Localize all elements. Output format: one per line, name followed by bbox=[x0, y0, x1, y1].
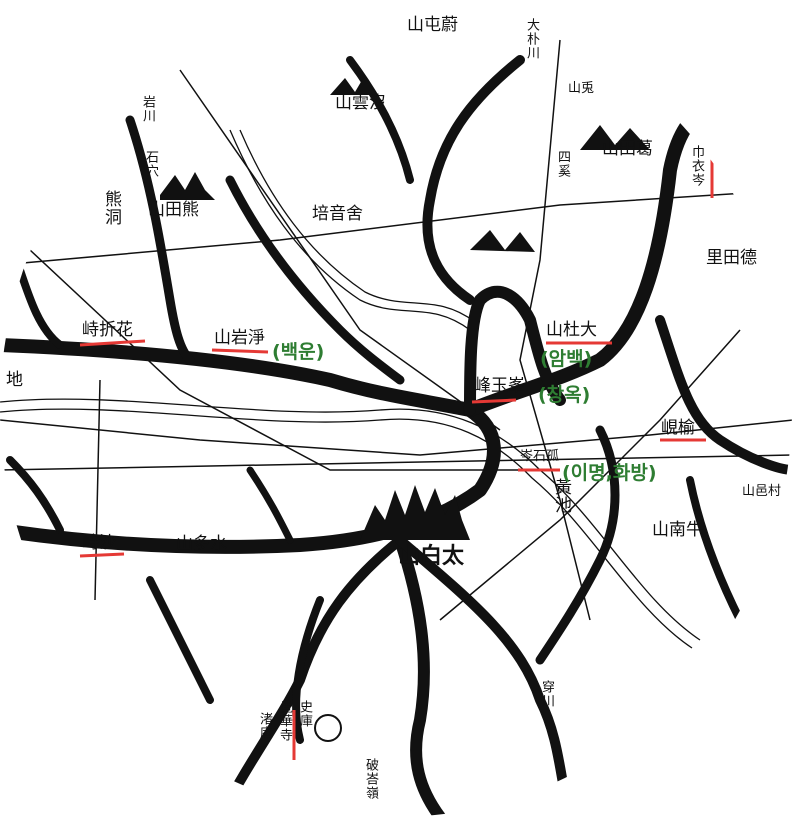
label-hwangji: 黃池 bbox=[551, 478, 571, 514]
label-yuri: 四奚 bbox=[555, 150, 570, 178]
annotation-baegun: (백운) bbox=[272, 341, 325, 363]
label-woram-san: 山岩淨 bbox=[214, 328, 265, 348]
label-deokjeon: 里田德 bbox=[706, 248, 757, 268]
annotation-imyeong-hwabang: (이명,화방) bbox=[562, 462, 657, 484]
label-taebaek-san: 山白太 bbox=[398, 543, 465, 569]
peak-clusters bbox=[160, 75, 650, 540]
label-jangdam-jigi: 岑石孤 bbox=[520, 449, 560, 464]
label-geolsik-hyeon: 峙折花 bbox=[82, 320, 133, 340]
label-jeonggal-san: 山田葛 bbox=[602, 139, 653, 159]
label-seokpil: 史庫 bbox=[297, 700, 312, 728]
label-daedu-san: 山杜大 bbox=[546, 320, 597, 340]
label-dasu-san: 山多水 bbox=[176, 534, 227, 554]
annotation-changok: (창옥) bbox=[538, 384, 591, 406]
label-seokhyeol: 石穴 bbox=[143, 150, 158, 178]
label-heung-san: 山兎 bbox=[568, 81, 595, 96]
label-bunam-san: 山南牛 bbox=[652, 520, 703, 540]
temple-circle bbox=[314, 714, 342, 742]
label-gakhwasa: 覺華寺 bbox=[277, 700, 292, 742]
label-amcheon: 岩川 bbox=[140, 95, 155, 123]
label-eup-chon: 山邑村 bbox=[742, 484, 782, 499]
label-jeongsan-san: 山田熊 bbox=[148, 200, 199, 220]
mountain-ridges bbox=[0, 55, 792, 817]
label-baekyeom-gae: 培音舍 bbox=[312, 204, 363, 224]
label-ji: 地 bbox=[6, 370, 23, 390]
label-ungdong: 熊洞 bbox=[101, 190, 121, 226]
annotation-ambaek: (암백) bbox=[540, 348, 593, 370]
label-taekcheon: 大朴川 bbox=[524, 18, 539, 60]
label-bak-eom-ryeong: 峰玉峯 bbox=[474, 376, 525, 396]
red-underlines bbox=[79, 148, 714, 760]
label-geunsa: 峙沙 bbox=[82, 533, 116, 553]
label-dambong-san: 山屯蔚 bbox=[407, 15, 458, 35]
label-pasaryeong: 破峇嶺 bbox=[363, 758, 378, 800]
label-hyeolcheon: 穿川 bbox=[539, 680, 554, 708]
label-jeokam: 渚庵 bbox=[257, 712, 272, 740]
label-gyeon-yu: 峴榆 bbox=[661, 418, 695, 438]
label-mijo: 巾衣岑 bbox=[689, 145, 704, 187]
label-wonbaek-san: 山雲沒 bbox=[335, 93, 386, 113]
river-lines bbox=[0, 129, 701, 649]
